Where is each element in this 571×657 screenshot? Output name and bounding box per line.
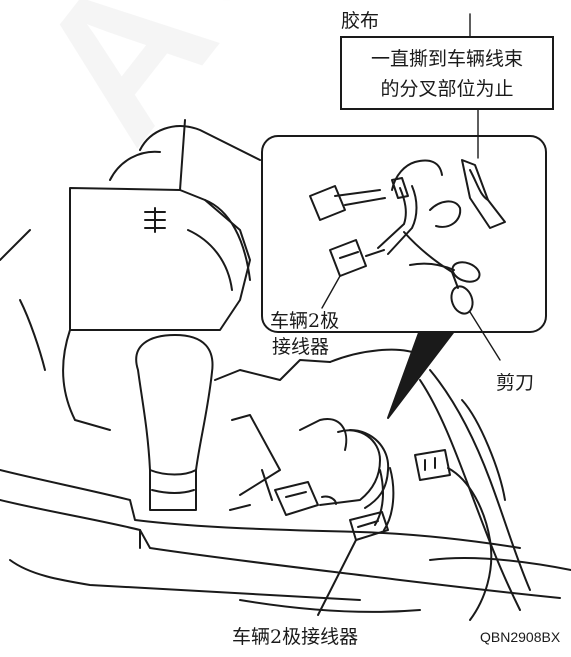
instruction-line-1: 一直撕到车辆线束 [370,48,523,70]
inset-detail [261,135,547,361]
tape-label: 胶布 [341,10,380,32]
shift-knob [135,334,214,511]
connector-inset-label-line-2: 接线器 [272,336,330,358]
vehicle-harness [274,429,395,616]
console-panel [0,119,261,431]
side-harness [414,369,531,621]
console-frame [0,348,571,613]
instruction-callout: 一直撕到车辆线束 的分叉部位为止 [340,36,554,110]
callout-pointer [387,329,456,419]
scissors-label: 剪刀 [496,372,535,394]
instruction-line-2: 的分叉部位为止 [380,78,514,100]
connector-bottom-label: 车辆2极接线器 [232,626,359,648]
connector-inset-label-line-1: 车辆2极 [270,310,340,332]
figure-code: QBN2908BX [480,629,561,645]
